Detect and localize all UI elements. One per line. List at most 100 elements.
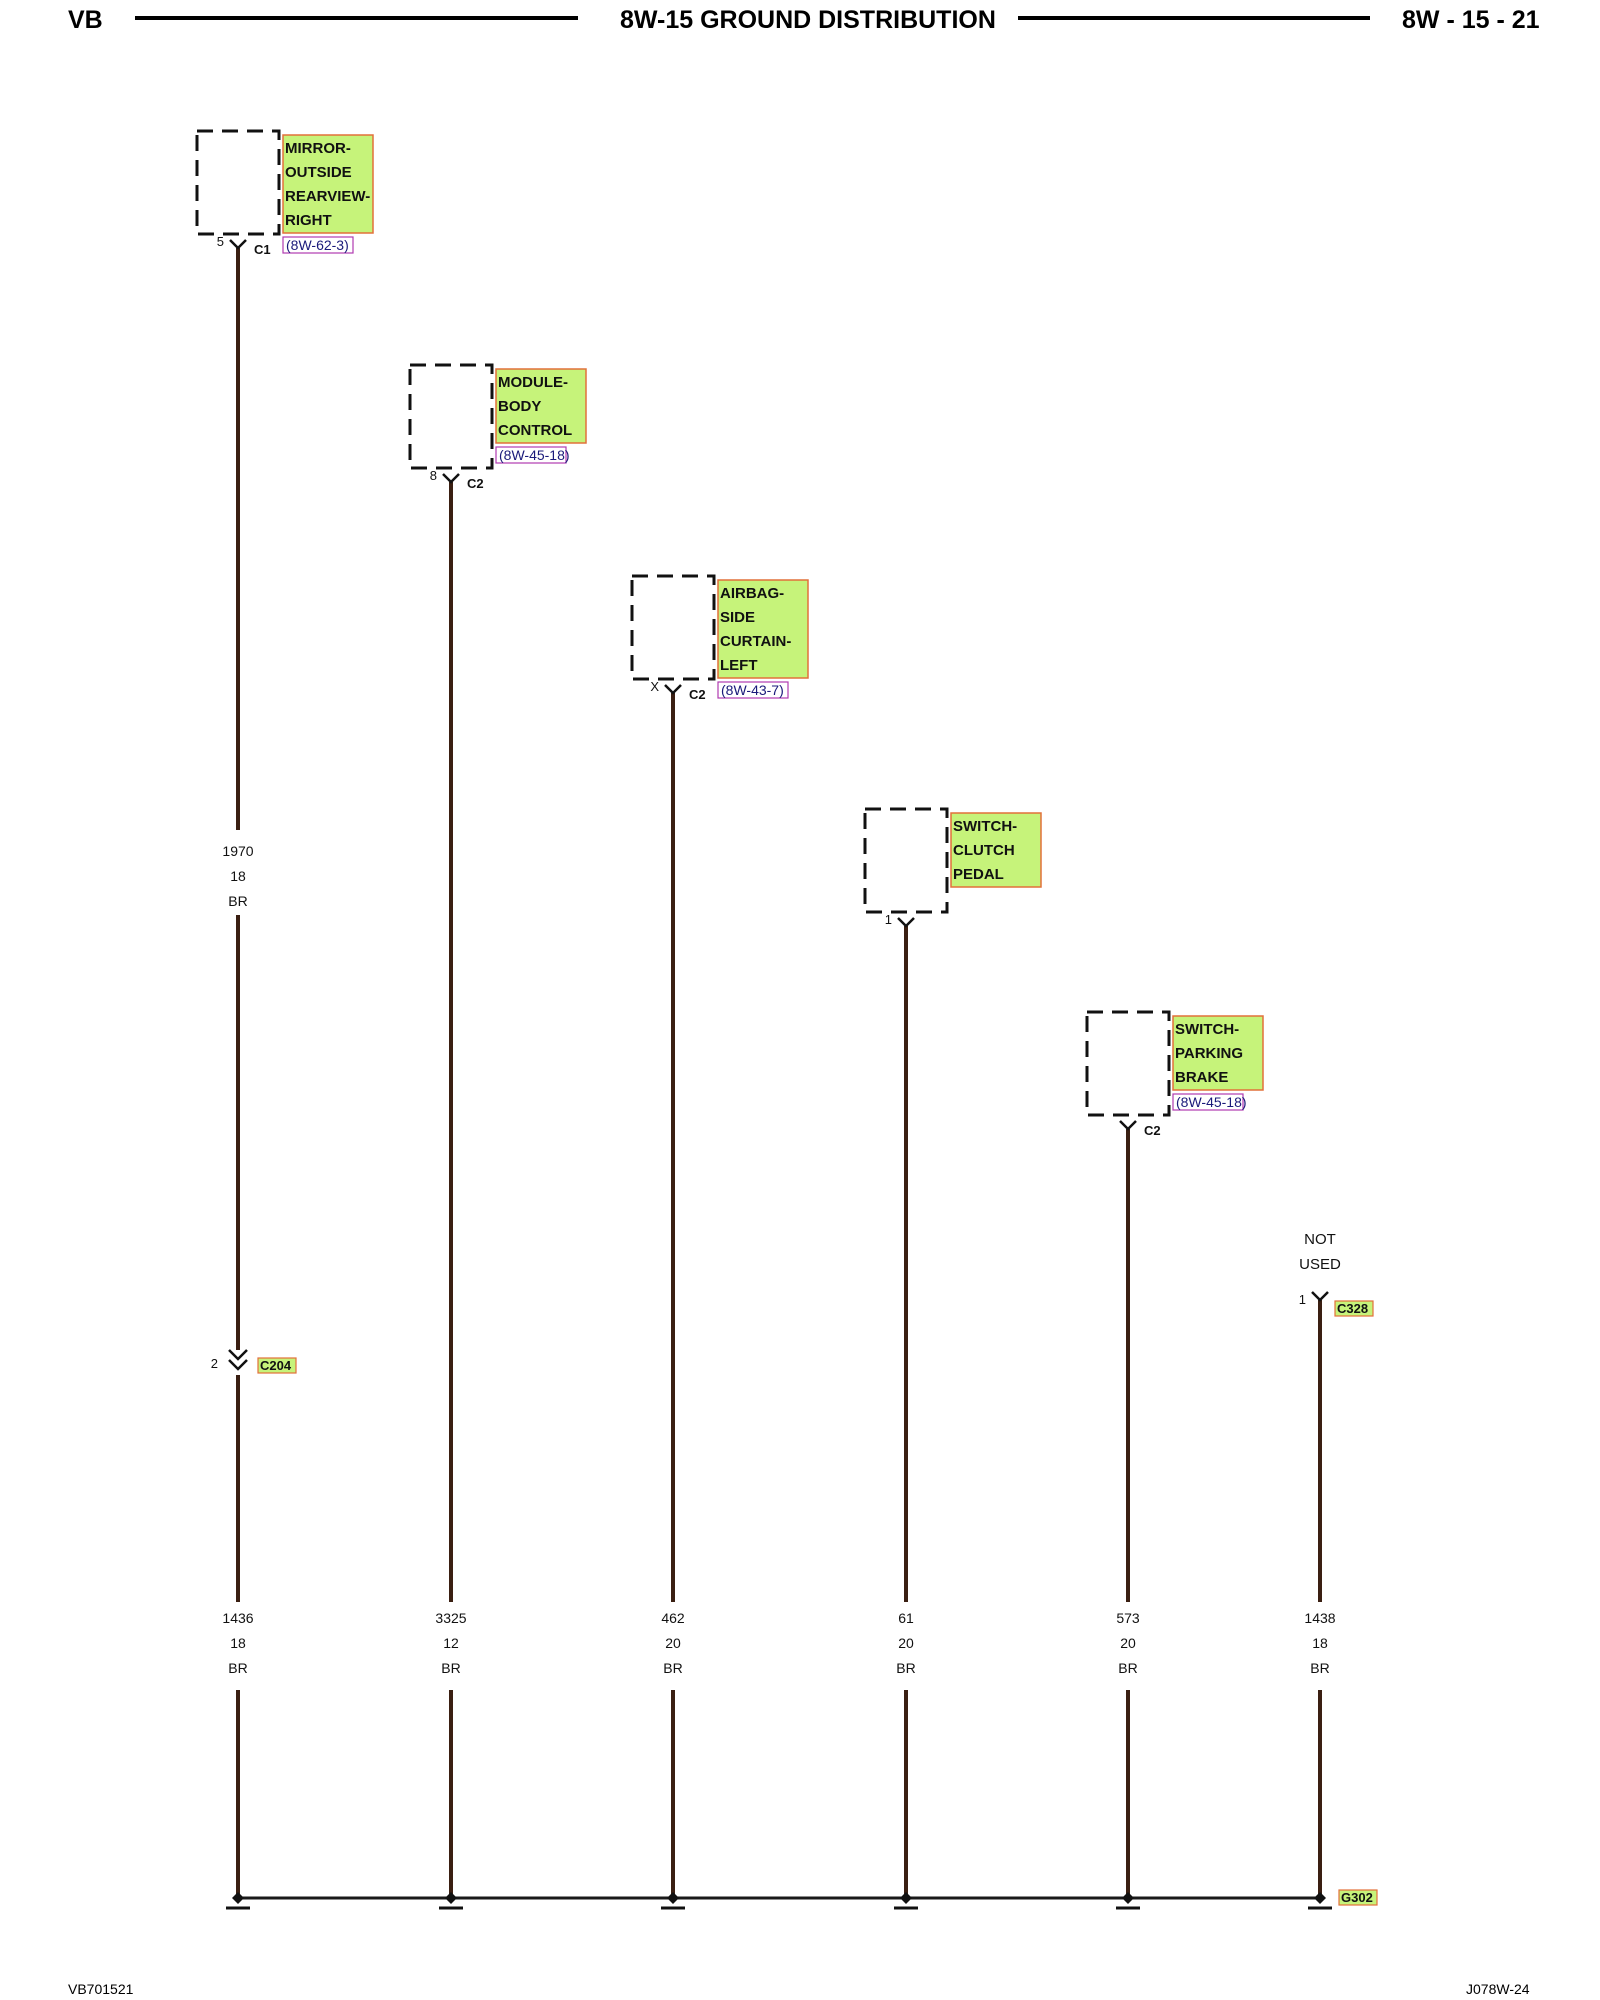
pin-number: 2 [211,1356,218,1371]
wire-label: 1436 [222,1610,253,1626]
component-box [1085,1010,1171,1117]
wire-label: 20 [665,1635,681,1651]
wire-label: 20 [898,1635,914,1651]
component-box [863,807,949,914]
page-reference: (8W-62-3) [286,237,349,253]
splice-dot [232,1892,244,1904]
page-reference: (8W-43-7) [721,682,784,698]
reference-box [1172,1093,1244,1111]
footer-code-right: J078W-24 [1466,1981,1530,1997]
page-reference: (8W-45-18) [499,447,570,463]
ground-g302: G302 [1338,1889,1378,1906]
component-name-line: PEDAL [953,866,1004,883]
component-name-line: RIGHT [285,212,332,229]
connector-symbol [897,917,915,928]
wire-label: 20 [1120,1635,1136,1651]
wire-label: 1438 [1304,1610,1335,1626]
connector-symbol [442,473,460,484]
component-name-line: MIRROR- [285,140,351,157]
wire-label: 61 [898,1610,914,1626]
pin-number: X [650,679,659,694]
component-label-box [950,812,1042,888]
upper-wire-label: BR [228,893,247,909]
connector-id: C328 [1337,1301,1368,1316]
wire-label: 12 [443,1635,459,1651]
page-number: 8W - 15 - 21 [1402,6,1540,34]
splice-dot [1314,1892,1326,1904]
upper-wire-label: 1970 [222,843,253,859]
reference-box [717,681,789,699]
inline-connector-symbol [228,1349,248,1361]
wire-label: BR [441,1660,460,1676]
wire-label: BR [1118,1660,1137,1676]
wire-label: 573 [1116,1610,1140,1626]
not-used-note: USED [1299,1256,1341,1273]
components-layer: MIRROR- OUTSIDE REARVIEW- RIGHT (8W-62-3) 5C1… [195,129,1378,1910]
reference-box [495,446,567,464]
splice-dot [1122,1892,1134,1904]
connector-symbol [1311,1291,1329,1302]
splice-dot [445,1892,457,1904]
splice-dot [667,1892,679,1904]
splice-dot [900,1892,912,1904]
footer-code-left: VB701521 [68,1981,134,1997]
header-left-code: VB [68,6,103,34]
connector-id: C2 [689,687,706,702]
connector-id: C2 [1144,1123,1161,1138]
reference-box [282,236,354,254]
wire-label: BR [663,1660,682,1676]
connector-tag-box [257,1357,297,1374]
connector-id: C2 [467,476,484,491]
component-bcm: MODULE- BODY CONTROL (8W-45-18) 8C2 [408,363,587,491]
component-name-line: BODY [498,398,541,415]
ground-id: G302 [1341,1890,1373,1905]
connector-id: C204 [260,1358,292,1373]
wire-label: BR [228,1660,247,1676]
component-name-line: LEFT [720,657,758,674]
wire-label: 462 [661,1610,685,1626]
not-used-note: NOT [1304,1231,1336,1248]
component-name-line: BRAKE [1175,1069,1228,1086]
wire-label: 3325 [435,1610,466,1626]
inline-connector-symbol [228,1359,248,1371]
header-rule-right [1018,16,1370,20]
inline-connector-c204: 2 C204 [211,1349,297,1374]
component-label-box [717,579,809,679]
component-name-line: MODULE- [498,374,568,391]
wire-label: BR [1310,1660,1329,1676]
page-title: 8W-15 GROUND DISTRIBUTION [620,6,996,34]
pin-number: 8 [430,468,437,483]
component-mirror: MIRROR- OUTSIDE REARVIEW- RIGHT (8W-62-3) 5C1 [195,129,374,257]
component-label-box [1172,1015,1264,1091]
component-name-line: CLUTCH [953,842,1015,859]
connector-symbol [1119,1120,1137,1131]
labels-layer: 197018BR143618BR332512BR46220BR6120BR573… [222,843,1335,1676]
component-name-line: CONTROL [498,422,572,439]
component-label-box [495,368,587,444]
pin-number: 5 [217,234,224,249]
ground-tag-box [1338,1889,1378,1906]
component-name-line: SIDE [720,609,755,626]
component-label-box [282,134,374,234]
connector-id: C1 [254,242,271,257]
connector-symbol [229,239,247,250]
component-box [195,129,281,236]
component-box [630,574,716,681]
wire-label: 18 [230,1635,246,1651]
component-name-line: REARVIEW- [285,188,370,205]
connector-tag-box [1334,1300,1374,1317]
component-name-line: PARKING [1175,1045,1243,1062]
component-name-line: OUTSIDE [285,164,352,181]
wires-layer [236,248,1322,1900]
component-box [408,363,494,470]
component-name-line: AIRBAG- [720,585,784,602]
connector-symbol [664,684,682,695]
pin-number: 1 [1299,1292,1306,1307]
component-name-line: CURTAIN- [720,633,791,650]
component-airbag: AIRBAG- SIDE CURTAIN- LEFT (8W-43-7) X C2 [630,574,809,702]
component-name-line: SWITCH- [1175,1021,1239,1038]
